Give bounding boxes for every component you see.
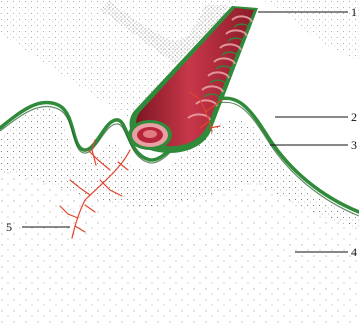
label-3: 3 — [351, 138, 357, 152]
label-5: 5 — [6, 220, 12, 234]
label-2: 2 — [351, 110, 357, 124]
vessel-lumen-highlight — [143, 130, 157, 138]
label-1: 1 — [351, 5, 357, 19]
label-4: 4 — [351, 245, 357, 259]
